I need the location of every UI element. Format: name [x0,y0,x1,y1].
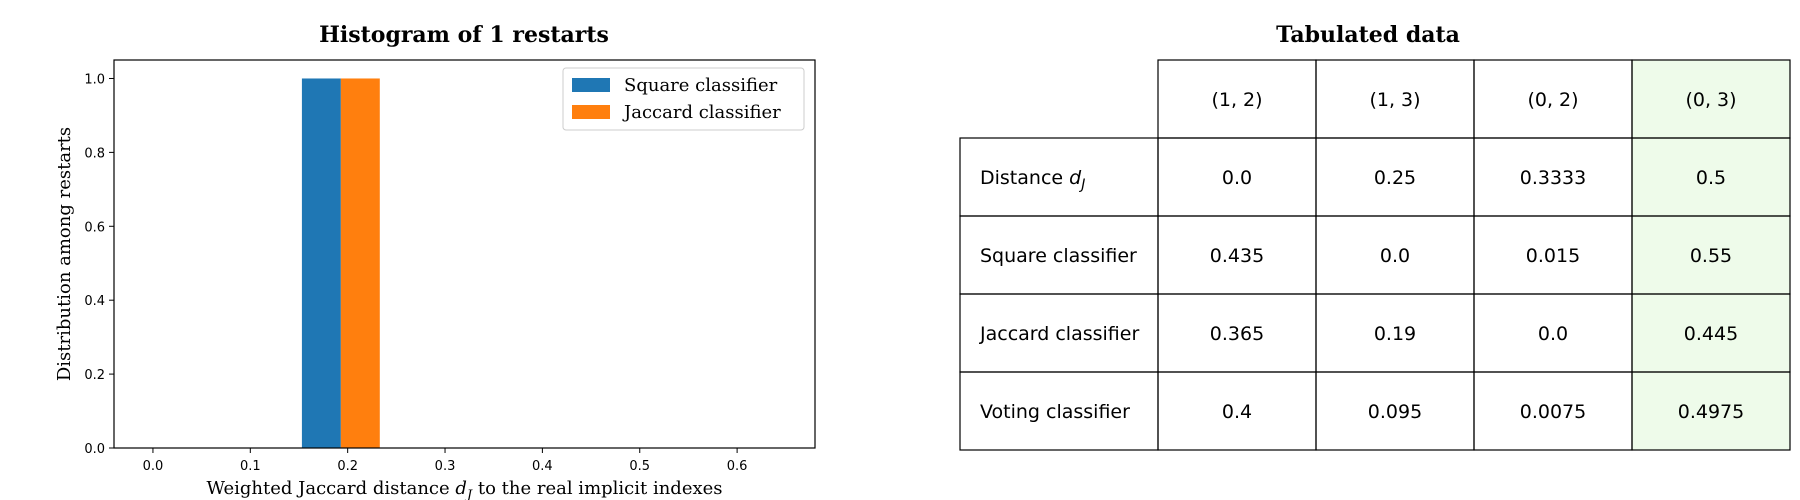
table-row-label: Jaccard classifier [979,323,1139,345]
table-cell-value: 0.435 [1210,245,1264,267]
table-header-label: (1, 2) [1211,89,1262,111]
y-axis-label: Distribution among restarts [54,127,75,381]
legend-swatch [572,78,610,92]
table-cell-value: 0.4975 [1678,401,1744,423]
table-header-label: (0, 3) [1685,89,1736,111]
x-tick-label: 0.5 [629,459,650,474]
histogram-chart: Histogram of 1 restarts 0.0 0.2 0.4 0.6 0.8 1… [54,22,816,500]
x-tick-label: 0.1 [240,459,261,474]
highlight-column [1632,60,1790,450]
table-cell-value: 0.445 [1684,323,1738,345]
row-label-text: Jaccard classifier [979,323,1139,345]
table-cell-value: 0.0 [1538,323,1568,345]
data-table: Tabulated data (1, 2) (1, 3) (0, 2) (0, 3) D… [959,22,1791,451]
x-axis-label-suffix: to the real implicit indexes [472,478,722,499]
legend-label: Jaccard classifier [622,102,781,123]
table-cell-value: 0.4 [1222,401,1252,423]
x-axis-label-text: Weighted Jaccard distance [206,478,455,499]
table-cell-value: 0.0075 [1520,401,1586,423]
y-axis: 0.0 0.2 0.4 0.6 0.8 1.0 [84,72,114,457]
table-cell [1631,371,1791,451]
y-tick-label: 0.6 [84,220,105,235]
table-row-label: Voting classifier [980,401,1130,423]
histogram-bars [301,78,380,448]
histogram-bar [340,78,380,448]
table-header-label: (0, 2) [1527,89,1578,111]
x-tick-label: 0.4 [532,459,553,474]
table-cell-value: 0.3333 [1520,167,1586,189]
table-cell-value: 0.365 [1210,323,1264,345]
table-cell-value: 0.0 [1222,167,1252,189]
legend-box [562,67,805,131]
x-axis-label: Weighted Jaccard distance dJ to the real… [206,478,722,500]
histogram-title: Histogram of 1 restarts [319,22,609,48]
x-axis-label-subscript: J [464,488,473,500]
y-tick-label: 0.0 [84,442,105,457]
table-row-label: Square classifier [980,245,1137,267]
row-label-subscript: J [1078,177,1085,193]
x-tick-label: 0.2 [337,459,358,474]
table-row-label: Distance dJ [980,167,1085,193]
x-axis-label-symbol: d [455,478,467,499]
table-cell-value: 0.095 [1368,401,1422,423]
x-tick-label: 0.3 [435,459,456,474]
table-cell-value: 0.015 [1526,245,1580,267]
table-header-label: (1, 3) [1369,89,1420,111]
row-label-text: Square classifier [980,245,1137,267]
table-body: (1, 2) (1, 3) (0, 2) (0, 3) Distance dJ 0.0 0.… [959,59,1791,451]
x-axis: 0.0 0.1 0.2 0.3 0.4 0.5 0.6 [143,448,748,474]
row-label-text: Distance [980,167,1069,189]
y-tick-label: 0.8 [84,146,105,161]
table-title: Tabulated data [1276,22,1460,48]
row-label-symbol: d [1069,167,1082,189]
table-cell-value: 0.19 [1374,323,1416,345]
legend-label: Square classifier [624,75,778,96]
table-cell-value: 0.55 [1690,245,1732,267]
table-cell-value: 0.25 [1374,167,1416,189]
table-cell-value: 0.0 [1380,245,1410,267]
x-tick-label: 0.6 [727,459,748,474]
y-tick-label: 0.2 [84,368,105,383]
y-tick-label: 1.0 [84,72,105,87]
row-label-text: Voting classifier [980,401,1130,423]
y-tick-label: 0.4 [84,294,105,309]
plot-frame [113,59,816,449]
table-cell-value: 0.5 [1696,167,1726,189]
x-tick-label: 0.0 [143,459,164,474]
histogram-bar [301,78,341,448]
legend-swatch [572,105,610,119]
